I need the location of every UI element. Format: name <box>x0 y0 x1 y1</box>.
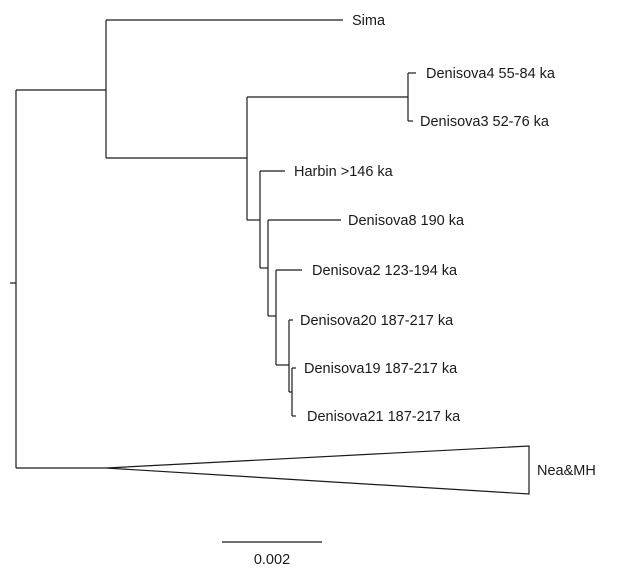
taxon-label-denisova19: Denisova19 187-217 ka <box>304 361 458 377</box>
taxon-label-denisova21: Denisova21 187-217 ka <box>307 409 461 425</box>
taxon-label-denisova4: Denisova4 55-84 ka <box>426 66 556 82</box>
scale-bar-label: 0.002 <box>254 552 290 568</box>
collapsed-clade-label: Nea&MH <box>537 463 596 479</box>
taxon-label-harbin: Harbin >146 ka <box>294 164 394 180</box>
taxon-label-denisova2: Denisova2 123-194 ka <box>312 263 458 279</box>
taxon-label-sima: Sima <box>352 13 386 29</box>
taxon-label-denisova8: Denisova8 190 ka <box>348 213 465 229</box>
collapsed-clade-triangle <box>105 445 530 495</box>
taxon-label-denisova20: Denisova20 187-217 ka <box>300 313 454 329</box>
taxon-label-denisova3: Denisova3 52-76 ka <box>420 114 550 130</box>
